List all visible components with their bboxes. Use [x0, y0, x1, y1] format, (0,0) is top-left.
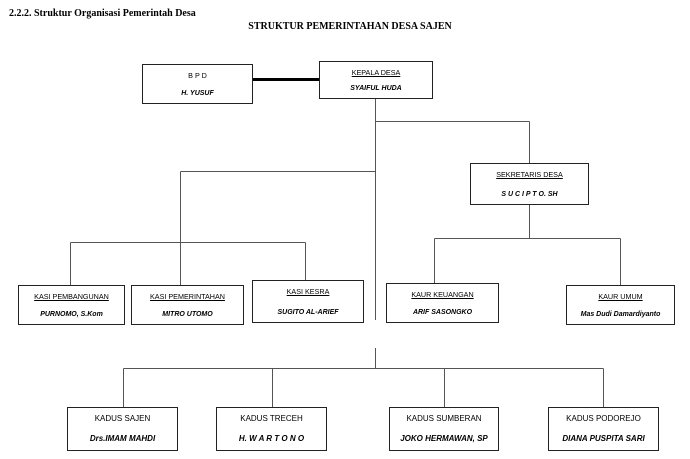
bpd-name: H. YUSUF	[181, 90, 214, 97]
sekretaris-desa-role: SEKRETARIS DESA	[496, 170, 563, 179]
kadus-treceh-role: KADUS TRECEH	[240, 414, 303, 423]
kadus-sumberan-name: JOKO HERMAWAN, SP	[400, 434, 488, 443]
kepala-desa-box: KEPALA DESA SYAIFUL HUDA	[319, 61, 433, 99]
chart-title: STRUKTUR PEMERINTAHAN DESA SAJEN	[248, 21, 452, 32]
kadus-podorejo-name: DIANA PUSPITA SARI	[562, 434, 645, 443]
sekretaris-desa-box: SEKRETARIS DESA S U C I P T O. SH	[470, 163, 589, 205]
kadus-sumberan-box: KADUS SUMBERAN JOKO HERMAWAN, SP	[389, 407, 499, 451]
kasi-pembangunan-role: KASI PEMBANGUNAN	[34, 292, 109, 301]
bpd-role: B P D	[188, 71, 207, 80]
kadus-sajen-name: Drs.IMAM MAHDI	[89, 434, 156, 443]
kepala-desa-role: KEPALA DESA	[351, 68, 401, 77]
kaur-umum-name: Mas Dudi Damardiyanto	[580, 311, 661, 318]
kasi-pemerintahan-box: KASI PEMERINTAHAN MITRO UTOMO	[131, 285, 244, 325]
kadus-sajen-box: KADUS SAJEN Drs.IMAM MAHDI	[67, 407, 178, 451]
kaur-umum-role: KAUR UMUM	[598, 292, 643, 301]
kasi-kesra-box: KASI KESRA SUGITO AL-ARIEF	[252, 280, 364, 323]
kadus-sumberan-role: KADUS SUMBERAN	[406, 414, 482, 423]
kasi-pembangunan-name: PURNOMO, S.Kom	[40, 311, 103, 318]
kasi-pembangunan-box: KASI PEMBANGUNAN PURNOMO, S.Kom	[18, 285, 125, 325]
bpd-box: B P D H. YUSUF	[142, 64, 253, 104]
kaur-keuangan-name: ARIF SASONGKO	[412, 309, 473, 316]
kadus-podorejo-role: KADUS PODOREJO	[566, 414, 641, 423]
kadus-treceh-box: KADUS TRECEH H. W A R T O N O	[216, 407, 327, 451]
kadus-treceh-name: H. W A R T O N O	[238, 434, 305, 443]
kadus-sajen-role: KADUS SAJEN	[94, 414, 151, 423]
sekretaris-desa-name: S U C I P T O. SH	[501, 191, 558, 198]
kasi-kesra-role: KASI KESRA	[286, 287, 330, 296]
kadus-podorejo-box: KADUS PODOREJO DIANA PUSPITA SARI	[548, 407, 659, 451]
kasi-pemerintahan-name: MITRO UTOMO	[162, 311, 213, 318]
section-heading: 2.2.2. Struktur Organisasi Pemerintah De…	[9, 8, 196, 19]
kaur-keuangan-role: KAUR KEUANGAN	[411, 290, 474, 299]
kepala-desa-name: SYAIFUL HUDA	[350, 85, 402, 92]
kasi-kesra-name: SUGITO AL-ARIEF	[277, 309, 339, 316]
kaur-keuangan-box: KAUR KEUANGAN ARIF SASONGKO	[386, 283, 499, 323]
kaur-umum-box: KAUR UMUM Mas Dudi Damardiyanto	[566, 285, 675, 325]
kasi-pemerintahan-role: KASI PEMERINTAHAN	[150, 292, 225, 301]
